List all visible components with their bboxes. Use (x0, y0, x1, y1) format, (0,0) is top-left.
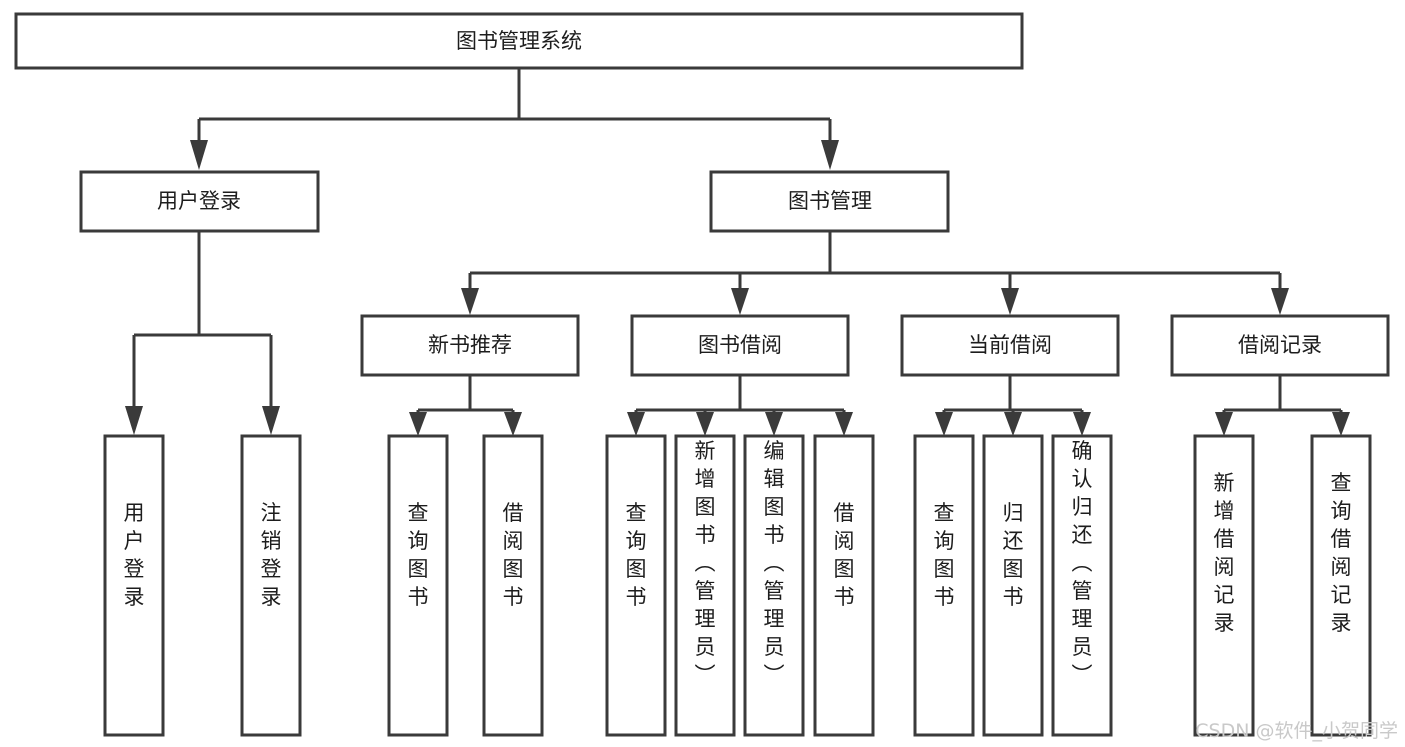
node-book-manage[interactable]: 图书管理 (709, 170, 950, 233)
arrow-head-leaf-new-book-2 (504, 412, 522, 436)
leaf-current-borrow-1-label: 查询图书 (934, 501, 955, 609)
leaf-current-borrow-3[interactable]: 确认归还︵管理员︶ (1051, 434, 1113, 737)
leaf-new-book-1-label: 查询图书 (408, 501, 429, 609)
node-new-book-recommend[interactable]: 新书推荐 (360, 314, 580, 377)
node-root-box[interactable] (14, 12, 1024, 70)
leaf-borrow-record-2-label: 查询借阅记录 (1331, 471, 1352, 635)
leaf-borrow-record-1[interactable]: 新增借阅记录 (1193, 434, 1255, 737)
connector-layer (125, 68, 1350, 436)
leaf-user-login-1[interactable]: 用户登录 (103, 434, 165, 737)
node-current-borrow-label: 当前借阅 (968, 333, 1052, 357)
leaf-book-borrow-4[interactable]: 借阅图书 (813, 434, 875, 737)
leaf-new-book-1-box[interactable] (387, 434, 449, 737)
leaf-borrow-record-2[interactable]: 查询借阅记录 (1310, 434, 1372, 737)
node-new-book-recommend-label: 新书推荐 (428, 333, 512, 357)
arrow-head-leaf-current-borrow-2 (1004, 412, 1022, 436)
leaf-book-borrow-1-box[interactable] (605, 434, 667, 737)
leaf-user-login-2-label: 注销登录 (261, 501, 282, 609)
node-root-label: 图书管理系统 (456, 29, 582, 53)
arrow-head-new-book-recommend (461, 288, 479, 315)
arrow-head-leaf-new-book-1 (409, 412, 427, 436)
leaf-book-borrow-3-label: 编辑图书︵管理员︶ (764, 439, 785, 687)
leaf-book-borrow-1[interactable]: 查询图书 (605, 434, 667, 737)
leaf-borrow-record-1-label: 新增借阅记录 (1214, 471, 1235, 635)
leaf-current-borrow-1-box[interactable] (913, 434, 975, 737)
node-book-manage-label: 图书管理 (788, 189, 872, 213)
leaf-current-borrow-1[interactable]: 查询图书 (913, 434, 975, 737)
leaf-book-borrow-4-label: 借阅图书 (834, 501, 855, 609)
leaf-new-book-2[interactable]: 借阅图书 (482, 434, 544, 737)
arrow-head-leaf-book-borrow-4 (835, 412, 853, 436)
arrow-head-leaf-current-borrow-3 (1073, 412, 1091, 436)
leaf-book-borrow-3[interactable]: 编辑图书︵管理员︶ (743, 434, 805, 737)
node-book-borrow[interactable]: 图书借阅 (630, 314, 850, 377)
leaf-book-borrow-3-box[interactable] (743, 434, 805, 737)
leaf-current-borrow-3-box[interactable] (1051, 434, 1113, 737)
node-current-borrow-box[interactable] (900, 314, 1120, 377)
leaf-book-borrow-2-box[interactable] (674, 434, 736, 737)
node-borrow-record[interactable]: 借阅记录 (1170, 314, 1390, 377)
arrow-head-leaf-book-borrow-2 (696, 412, 714, 436)
node-borrow-record-label: 借阅记录 (1238, 333, 1322, 357)
leaf-user-login-2[interactable]: 注销登录 (240, 434, 302, 737)
node-book-borrow-label: 图书借阅 (698, 333, 782, 357)
leaf-book-borrow-1-label: 查询图书 (626, 501, 647, 609)
node-new-book-recommend-box[interactable] (360, 314, 580, 377)
node-book-borrow-box[interactable] (630, 314, 850, 377)
leaf-new-book-2-box[interactable] (482, 434, 544, 737)
node-user-login-label: 用户登录 (157, 189, 241, 213)
arrow-head-leaf-borrow-record-1 (1215, 412, 1233, 436)
watermark-label: CSDN @软件_小贺同学 (1195, 720, 1398, 742)
node-book-manage-box[interactable] (709, 170, 950, 233)
leaf-user-login-1-box[interactable] (103, 434, 165, 737)
arrow-head-book-manage (821, 140, 839, 170)
leaf-book-borrow-2[interactable]: 新增图书︵管理员︶ (674, 434, 736, 737)
leaf-current-borrow-2-box[interactable] (982, 434, 1044, 737)
node-user-login[interactable]: 用户登录 (79, 170, 320, 233)
arrow-head-leaf-book-borrow-3 (765, 412, 783, 436)
node-current-borrow[interactable]: 当前借阅 (900, 314, 1120, 377)
arrow-head-leaf-borrow-record-2 (1332, 412, 1350, 436)
arrow-head-leaf-user-login-1 (125, 406, 143, 435)
arrow-head-user-login (190, 140, 208, 170)
leaf-borrow-record-1-box[interactable] (1193, 434, 1255, 737)
leaf-book-borrow-4-box[interactable] (813, 434, 875, 737)
arrow-head-leaf-book-borrow-1 (627, 412, 645, 436)
leaf-user-login-1-label: 用户登录 (124, 501, 145, 609)
arrow-head-book-borrow (731, 288, 749, 315)
node-user-login-box[interactable] (79, 170, 320, 233)
node-borrow-record-box[interactable] (1170, 314, 1390, 377)
arrow-head-borrow-record (1271, 288, 1289, 315)
leaf-new-book-1[interactable]: 查询图书 (387, 434, 449, 737)
leaf-new-book-2-label: 借阅图书 (503, 501, 524, 609)
leaf-current-borrow-2-label: 归还图书 (1003, 501, 1024, 609)
leaf-current-borrow-2[interactable]: 归还图书 (982, 434, 1044, 737)
leaf-user-login-2-box[interactable] (240, 434, 302, 737)
arrow-head-current-borrow (1001, 288, 1019, 315)
leaf-current-borrow-3-label: 确认归还︵管理员︶ (1072, 439, 1093, 687)
arrow-head-leaf-user-login-2 (262, 406, 280, 435)
leaf-book-borrow-2-label: 新增图书︵管理员︶ (695, 439, 716, 687)
node-root[interactable]: 图书管理系统 (14, 12, 1024, 70)
arrow-head-leaf-current-borrow-1 (935, 412, 953, 436)
leaf-borrow-record-2-box[interactable] (1310, 434, 1372, 737)
